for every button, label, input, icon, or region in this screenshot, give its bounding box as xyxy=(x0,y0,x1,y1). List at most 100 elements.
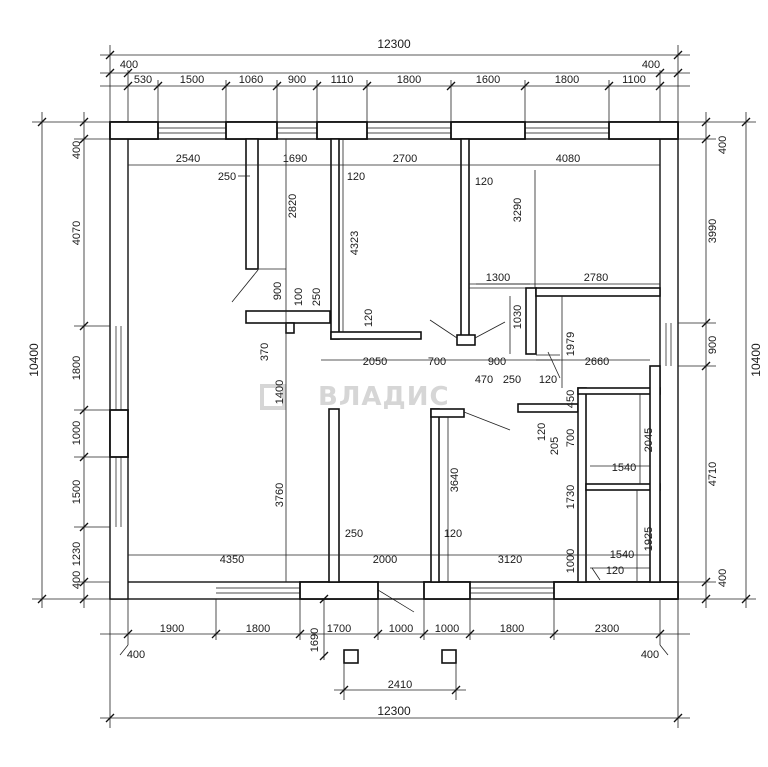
top-dim-2: 1500 xyxy=(180,74,204,86)
interior-dim: 1400 xyxy=(274,380,286,404)
entrance-door xyxy=(378,583,424,598)
interior-dim: 1030 xyxy=(512,305,524,329)
interior-dim: 250 xyxy=(218,171,236,183)
interior-dim: 1690 xyxy=(283,153,307,165)
porch-width-label: 2410 xyxy=(388,679,412,691)
window-bottom-1 xyxy=(216,583,300,598)
top-wall-right-label: 400 xyxy=(642,59,660,71)
window-top-2 xyxy=(277,123,317,138)
bottom-dim-4: 1000 xyxy=(389,623,413,635)
interior-dim: 100 xyxy=(293,288,305,306)
porch-depth-label: 1690 xyxy=(309,628,321,652)
bottom-dim-2: 1800 xyxy=(246,623,270,635)
left-dim-3: 1000 xyxy=(71,421,83,445)
interior-dim: 120 xyxy=(475,176,493,188)
interior-dim: 1540 xyxy=(612,462,636,474)
interior-dim: 120 xyxy=(606,565,624,577)
interior-dim: 370 xyxy=(259,343,271,361)
right-wall-bottom-label: 400 xyxy=(717,569,729,587)
interior-dim: 4323 xyxy=(349,231,361,255)
interior-dim: 250 xyxy=(345,528,363,540)
top-total-label: 12300 xyxy=(377,37,411,51)
top-wall-left-label: 400 xyxy=(120,59,138,71)
interior-dim: 1300 xyxy=(486,272,510,284)
interior-dim: 2050 xyxy=(363,356,387,368)
interior-dim: 1540 xyxy=(610,549,634,561)
interior-dim: 205 xyxy=(549,437,561,455)
watermark-text: ВЛАДИС xyxy=(318,382,450,412)
interior-dim: 1000 xyxy=(565,549,577,573)
interior-dim: 3760 xyxy=(274,483,286,507)
top-dim-5: 1110 xyxy=(331,74,354,86)
window-top-4 xyxy=(525,123,609,138)
left-dim-1: 4070 xyxy=(71,221,83,245)
interior-dim: 450 xyxy=(565,390,577,408)
left-wall-bottom-label: 400 xyxy=(71,571,83,589)
interior-dim: 1925 xyxy=(643,527,655,551)
interior-dim: 120 xyxy=(347,171,365,183)
dimension-lines xyxy=(32,45,756,728)
bottom-wall-left-label: 400 xyxy=(127,649,145,661)
interior-dim: 1979 xyxy=(565,332,577,356)
window-left-2 xyxy=(111,457,127,527)
interior-dim: 2820 xyxy=(287,194,299,218)
top-dim-6: 1800 xyxy=(397,74,421,86)
left-dim-5: 1230 xyxy=(71,542,83,566)
top-dim-3: 1060 xyxy=(239,74,263,86)
interior-walls xyxy=(231,138,661,583)
interior-dim: 2045 xyxy=(643,428,655,452)
interior-dim: 2780 xyxy=(584,272,608,284)
right-dim-3: 4710 xyxy=(707,462,719,486)
interior-dim: 900 xyxy=(272,282,284,300)
left-dim-4: 1500 xyxy=(71,480,83,504)
interior-dim: 1730 xyxy=(565,485,577,509)
right-wall-top-label: 400 xyxy=(717,136,729,154)
top-dim-4: 900 xyxy=(288,74,306,86)
bottom-dim-1: 1900 xyxy=(160,623,184,635)
watermark-logo-icon xyxy=(260,384,286,410)
window-right-1 xyxy=(661,323,677,366)
interior-dim: 120 xyxy=(536,423,548,441)
interior-dim: 3640 xyxy=(449,468,461,492)
windows xyxy=(111,123,677,613)
interior-dim: 120 xyxy=(444,528,462,540)
wall-piers xyxy=(109,121,679,600)
right-dim-1: 3990 xyxy=(707,219,719,243)
bottom-dim-3: 1700 xyxy=(327,623,351,635)
interior-dim: 700 xyxy=(565,429,577,447)
interior-dim: 700 xyxy=(428,356,446,368)
interior-dim: 3120 xyxy=(498,554,522,566)
interior-dim: 2700 xyxy=(393,153,417,165)
interior-dim: 470 xyxy=(475,374,493,386)
right-total-label: 10400 xyxy=(749,343,763,377)
window-top-3 xyxy=(367,123,451,138)
watermark: ВЛАДИС xyxy=(260,382,450,412)
window-top-1 xyxy=(158,123,226,138)
interior-dim: 900 xyxy=(488,356,506,368)
left-dim-2: 1800 xyxy=(71,356,83,380)
left-wall-top-label: 400 xyxy=(71,141,83,159)
top-dim-8: 1800 xyxy=(555,74,579,86)
dimension-labels: 12300 400 400 530 1500 1060 900 1110 180… xyxy=(27,37,763,718)
right-dim-2: 900 xyxy=(707,336,719,354)
interior-dim: 4350 xyxy=(220,554,244,566)
window-bottom-2 xyxy=(470,583,554,598)
interior-dim: 120 xyxy=(539,374,557,386)
left-total-label: 10400 xyxy=(27,343,41,377)
bottom-dim-6: 1800 xyxy=(500,623,524,635)
interior-dim: 4080 xyxy=(556,153,580,165)
top-dim-7: 1600 xyxy=(476,74,500,86)
window-left-1 xyxy=(111,326,127,410)
interior-dim: 250 xyxy=(503,374,521,386)
bottom-wall-right-label: 400 xyxy=(641,649,659,661)
interior-dim: 2540 xyxy=(176,153,200,165)
interior-dim: 120 xyxy=(363,309,375,327)
top-dim-9: 1100 xyxy=(622,74,646,86)
interior-dim: 3290 xyxy=(512,198,524,222)
bottom-total-label: 12300 xyxy=(377,704,411,718)
interior-dim: 250 xyxy=(311,288,323,306)
bottom-dim-5: 1000 xyxy=(435,623,459,635)
interior-dim: 2000 xyxy=(373,554,397,566)
